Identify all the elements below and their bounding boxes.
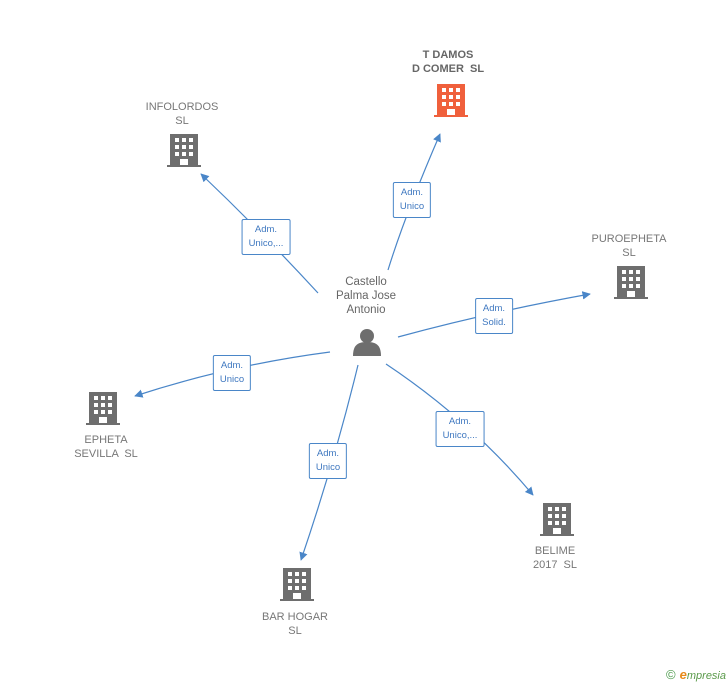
- building-icon-puroepheta[interactable]: [614, 266, 648, 299]
- edge-label-bar-hogar[interactable]: Adm. Unico: [308, 443, 348, 479]
- footer-brand: ©empresia: [666, 667, 726, 682]
- edge-label-infolordos[interactable]: Adm. Unico,...: [241, 219, 291, 255]
- building-icon-bar-hogar[interactable]: [280, 568, 314, 601]
- brand-logo-e: e: [679, 667, 687, 682]
- building-icon-belime[interactable]: [540, 503, 574, 536]
- building-icon-infolordos[interactable]: [167, 134, 201, 167]
- edge-label-epheta-sevilla[interactable]: Adm. Unico: [212, 355, 252, 391]
- building-icon-t-damos[interactable]: [434, 84, 468, 117]
- building-icon-epheta-sevilla[interactable]: [86, 392, 120, 425]
- brand-logo-text: mpresia: [686, 670, 726, 682]
- center-person-label[interactable]: Castello Palma Jose Antonio: [335, 276, 397, 316]
- edge-label-puroepheta[interactable]: Adm. Solid.: [475, 298, 513, 334]
- node-label-puroepheta[interactable]: PUROEPHETA SL: [591, 233, 667, 259]
- edge-label-t-damos[interactable]: Adm. Unico: [392, 182, 432, 218]
- copyright-symbol: ©: [666, 667, 676, 682]
- node-label-bar-hogar[interactable]: BAR HOGAR SL: [261, 611, 329, 637]
- node-label-epheta-sevilla[interactable]: EPHETA SEVILLA SL: [74, 434, 138, 460]
- node-label-infolordos[interactable]: INFOLORDOS SL: [145, 101, 219, 127]
- edge-label-belime[interactable]: Adm. Unico,...: [435, 411, 485, 447]
- node-label-belime[interactable]: BELIME 2017 SL: [532, 545, 578, 571]
- node-label-t-damos[interactable]: T DAMOS D COMER SL: [411, 49, 485, 75]
- person-icon: [353, 329, 381, 356]
